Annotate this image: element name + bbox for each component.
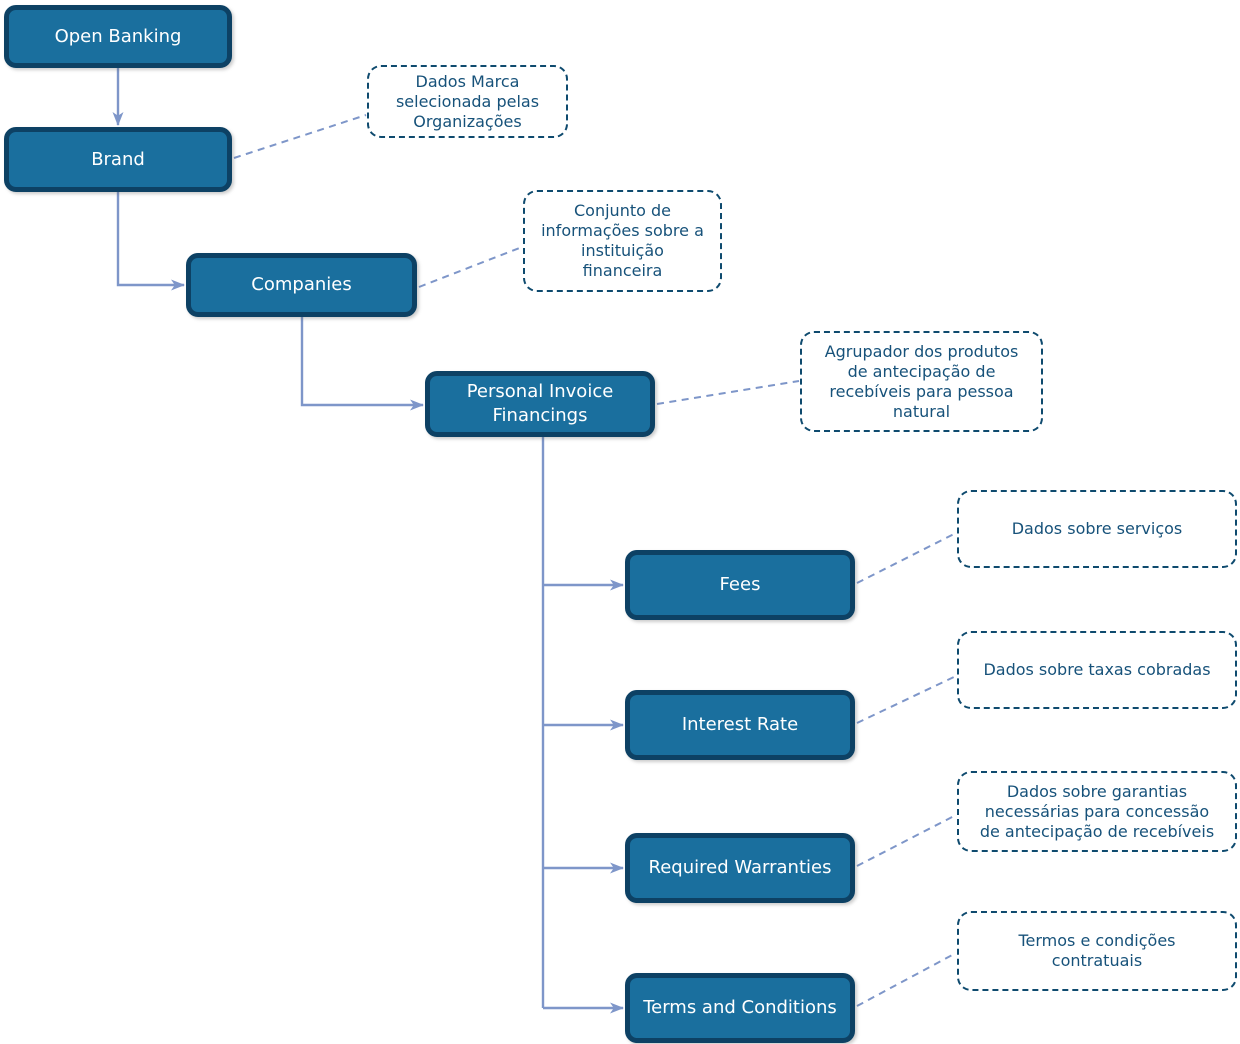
node-personal-invoice-financings: Personal Invoice Financings <box>425 371 655 437</box>
node-brand: Brand <box>4 127 232 192</box>
leader-companies-note <box>418 246 523 288</box>
note-companies: Conjunto de informações sobre a institui… <box>523 190 722 292</box>
node-open-banking: Open Banking <box>4 5 232 68</box>
edge-brand-companies <box>116 192 185 291</box>
note-interest-rate: Dados sobre taxas cobradas <box>957 631 1237 709</box>
leader-brand-note <box>233 114 367 159</box>
edge-companies-personal-invoice-financings <box>300 317 424 411</box>
leader-terms-and-conditions-note <box>856 952 957 1007</box>
node-required-warranties: Required Warranties <box>625 833 855 903</box>
node-companies: Companies <box>186 253 417 317</box>
node-fees: Fees <box>625 550 855 620</box>
leader-interest-rate-note <box>856 675 957 724</box>
note-personal-invoice-financings: Agrupador dos produtos de antecipação de… <box>800 331 1043 432</box>
leader-fees-note <box>856 532 957 584</box>
leader-required-warranties-note <box>856 814 957 867</box>
leader-personal-invoice-financings-note <box>656 380 800 405</box>
note-fees: Dados sobre serviços <box>957 490 1237 568</box>
node-interest-rate: Interest Rate <box>625 690 855 760</box>
node-terms-and-conditions: Terms and Conditions <box>625 973 855 1043</box>
note-required-warranties: Dados sobre garantias necessárias para c… <box>957 771 1237 852</box>
note-brand: Dados Marca selecionada pelas Organizaçõ… <box>367 65 568 138</box>
note-terms-and-conditions: Termos e condições contratuais <box>957 911 1237 991</box>
